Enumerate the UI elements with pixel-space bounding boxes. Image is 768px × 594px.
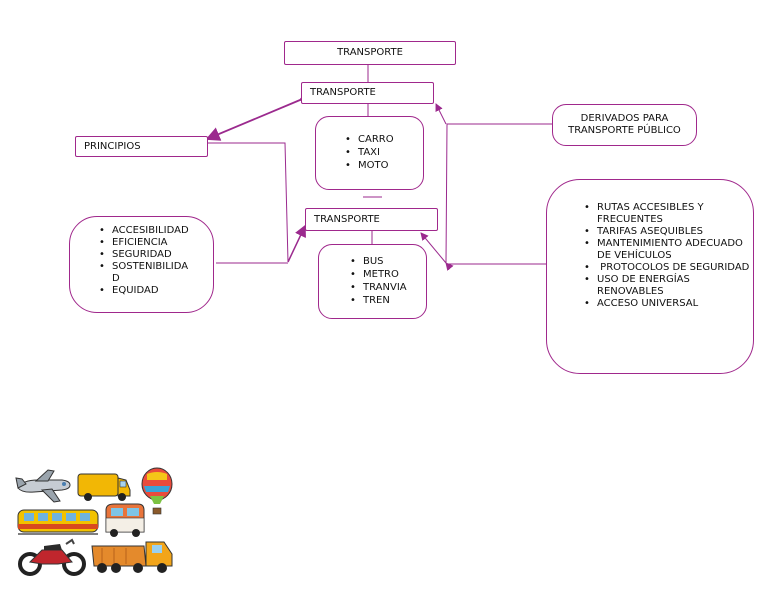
public-transport-list: BUS METRO TRANVIA TREN	[318, 244, 427, 319]
public-rights-list: RUTAS ACCESIBLES Y FRECUENTES TARIFAS AS…	[546, 179, 754, 374]
list-item: EQUIDAD	[96, 285, 213, 297]
list-item: EFICIENCIA	[96, 237, 213, 249]
principles-text: PRINCIPIOS	[84, 140, 141, 152]
hot-air-balloon-icon	[141, 467, 173, 515]
list-item: TAXI	[342, 146, 423, 159]
private-transport-list: CARRO TAXI MOTO	[315, 116, 424, 190]
van-icon	[77, 473, 131, 501]
list-item: MANTENIMIENTO ADECUADO DE VEHÍCULOS	[581, 238, 743, 262]
list-item: BUS	[347, 255, 426, 268]
connector-principios-down	[208, 142, 289, 263]
list-item: ACCESIBILIDAD	[96, 225, 213, 237]
list-item: SOSTENIBILIDA D	[96, 261, 213, 285]
list-item: CARRO	[342, 133, 423, 146]
public-rights-text: DERIVADOS PARA TRANSPORTE PÚBLICO	[568, 113, 681, 136]
airplane-icon	[15, 469, 71, 503]
principles-node: PRINCIPIOS	[75, 136, 208, 157]
list-item: TREN	[347, 294, 426, 307]
motorcycle-icon	[18, 538, 86, 576]
dump-truck-icon	[91, 541, 173, 573]
private-transport-node: TRANSPORTE	[301, 82, 434, 104]
public-transport-node: TRANSPORTE	[305, 208, 438, 231]
list-item: PROTOCOLOS DE SEGURIDAD	[581, 262, 749, 274]
public-rights-node: DERIVADOS PARA TRANSPORTE PÚBLICO	[552, 104, 697, 146]
arrow-private-principios	[205, 88, 315, 141]
list-item: SEGURIDAD	[96, 249, 213, 261]
list-item: USO DE ENERGÍAS RENOVABLES	[581, 274, 743, 298]
tram-icon	[17, 509, 99, 535]
top-title-text: TRANSPORTE	[337, 47, 403, 58]
arrow-to-private	[435, 103, 447, 125]
arrow-to-public	[287, 224, 306, 263]
list-item: ACCESO UNIVERSAL	[581, 298, 743, 310]
top-title-node: TRANSPORTE	[284, 41, 456, 65]
public-transport-text: TRANSPORTE	[314, 213, 380, 225]
list-item: RUTAS ACCESIBLES Y FRECUENTES	[581, 202, 743, 226]
arrow-rights-public	[420, 232, 454, 271]
list-item: METRO	[347, 268, 426, 281]
camper-van-icon	[105, 503, 145, 537]
private-transport-text: TRANSPORTE	[310, 87, 376, 98]
connector-derivados	[445, 123, 553, 264]
principles-list: ACCESIBILIDAD EFICIENCIA SEGURIDAD SOSTE…	[69, 216, 214, 313]
list-item: TRANVIA	[347, 281, 426, 294]
vehicles-illustration	[15, 467, 173, 576]
list-item: MOTO	[342, 159, 423, 172]
list-item: TARIFAS ASEQUIBLES	[581, 226, 743, 238]
